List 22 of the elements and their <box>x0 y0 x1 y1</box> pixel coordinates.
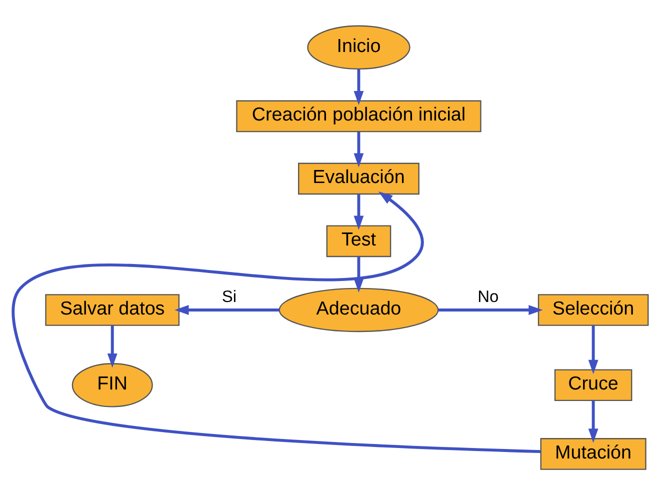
node-box: Selección <box>538 294 649 326</box>
arrow <box>354 69 364 106</box>
arrow <box>438 305 543 315</box>
node-ellipse: Inicio <box>307 25 410 70</box>
node-ellipse: Adecuado <box>278 288 439 332</box>
arrow <box>588 400 598 443</box>
arrow <box>174 305 280 315</box>
edge-label: No <box>478 288 499 306</box>
node-box: Test <box>326 225 392 258</box>
node-ellipse: FIN <box>72 363 153 408</box>
node-box: Cruce <box>554 369 632 402</box>
arrow <box>354 256 364 293</box>
node-box: Evaluación <box>298 162 420 195</box>
arrow <box>12 192 541 454</box>
node-box: Salvar datos <box>45 294 180 326</box>
arrow <box>354 132 364 168</box>
arrow <box>354 194 364 230</box>
edge-label: Si <box>222 288 237 306</box>
node-box: Mutación <box>540 438 646 470</box>
arrow <box>588 326 598 374</box>
arrow <box>107 326 118 368</box>
node-box: Creación población inicial <box>236 100 482 132</box>
